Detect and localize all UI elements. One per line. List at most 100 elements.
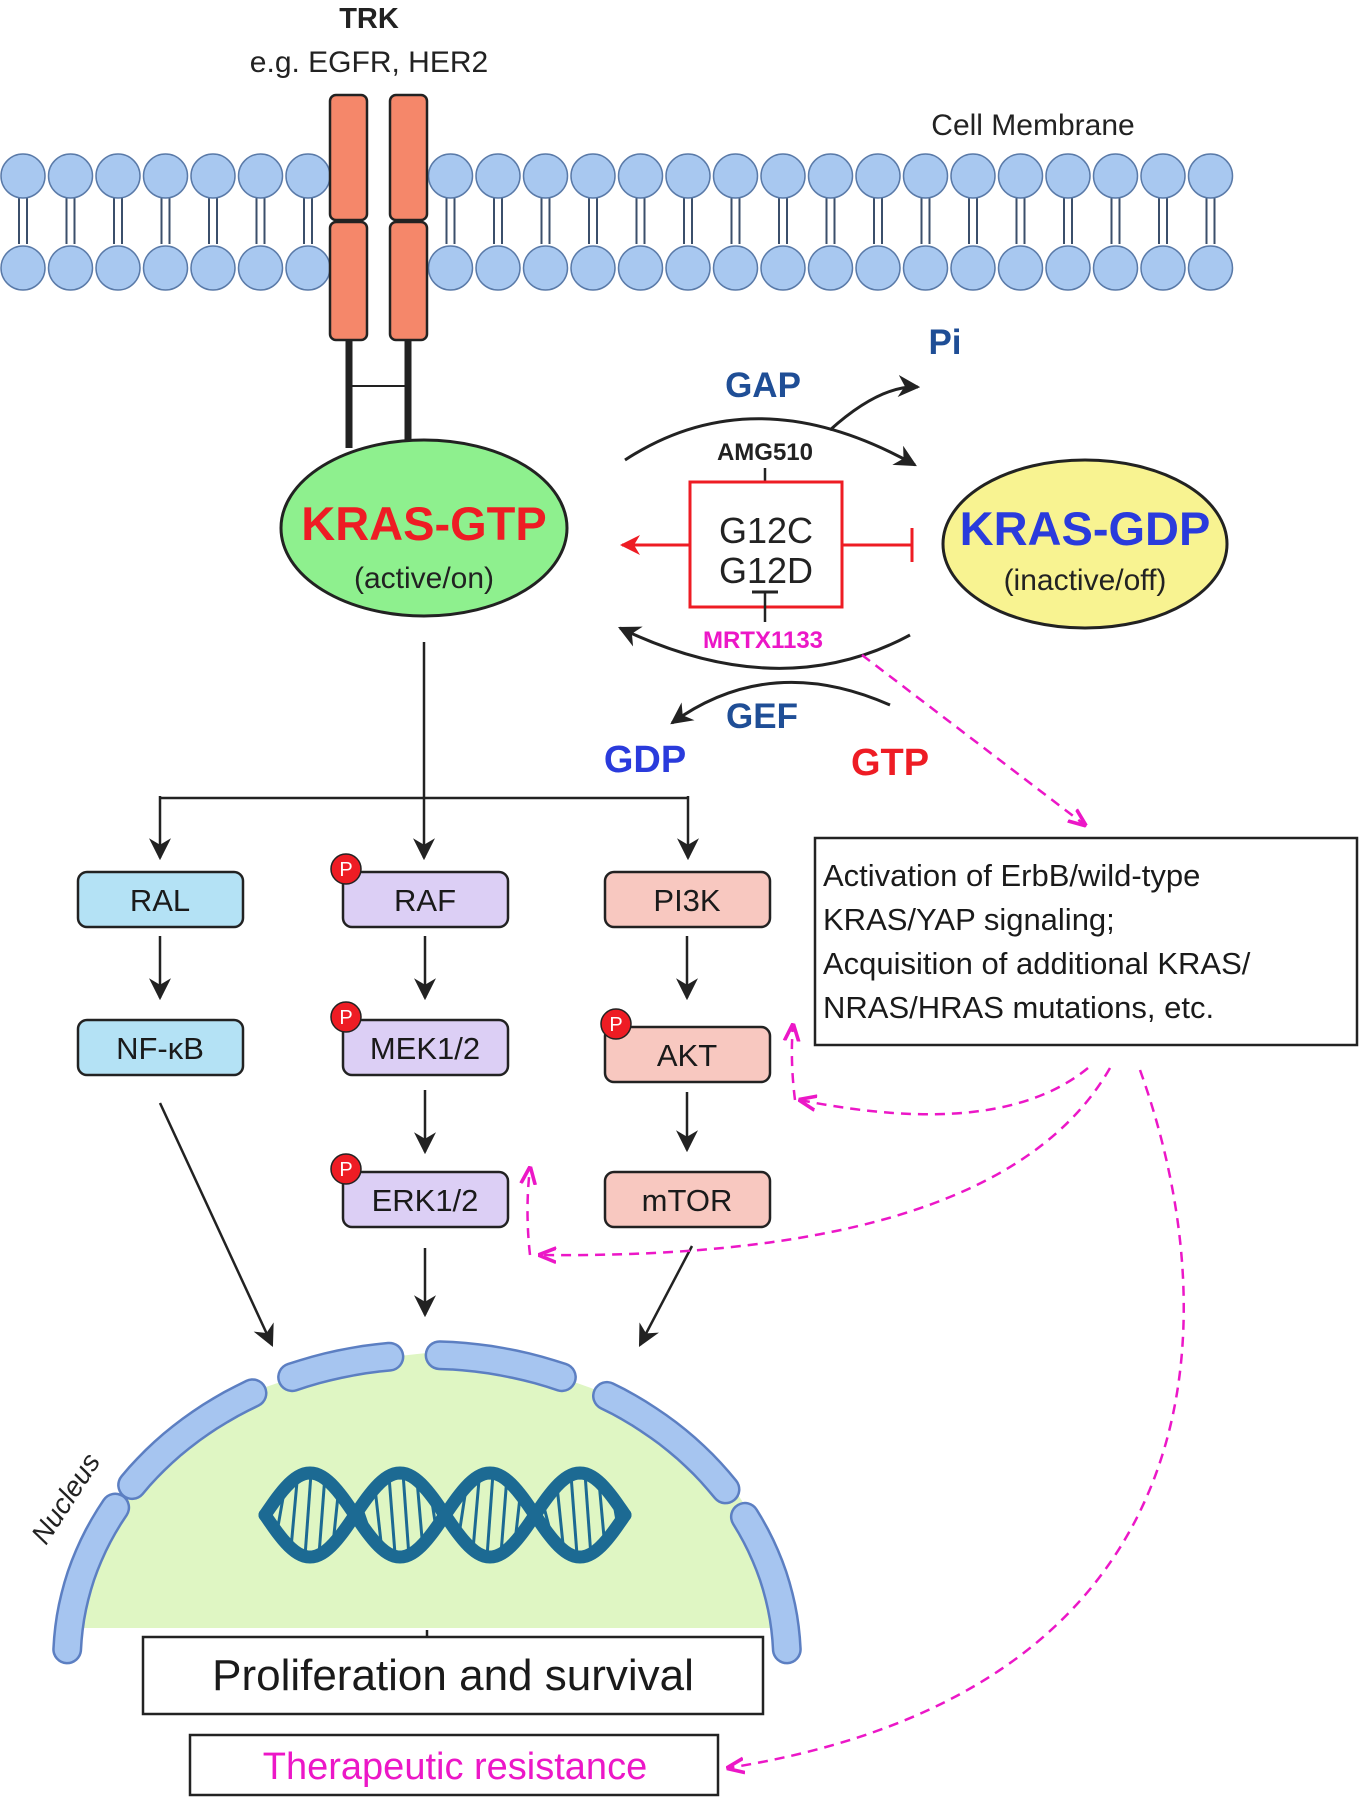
raf-phospho-label: P — [339, 859, 352, 881]
lipid-head — [47, 245, 94, 291]
lipid-head — [902, 245, 949, 291]
lipid-head — [0, 153, 46, 199]
raf-phospho-badge — [330, 853, 362, 885]
ral-label: RAL — [130, 883, 190, 918]
receptor-subunit-right-lower — [388, 220, 429, 342]
lipid-head — [760, 153, 806, 199]
lipid-head — [1187, 245, 1234, 291]
dna-base-pair — [373, 1487, 383, 1543]
cell-membrane — [0, 153, 1234, 291]
nucleus: Nucleus — [25, 1340, 802, 1665]
kras-gtp-node: KRAS-GTP (active/on) — [279, 438, 569, 618]
gdp-label: GDP — [604, 739, 686, 781]
downstream-branch-arrows — [149, 642, 699, 861]
lipid-head — [902, 153, 949, 199]
akt-label: AKT — [657, 1038, 717, 1073]
dna-base-pair — [569, 1474, 579, 1556]
nuclear-envelope-segment-fill — [732, 1504, 800, 1662]
dna-helix — [258, 1466, 632, 1564]
lipid-head — [997, 153, 1044, 199]
gdp-release-arrow — [670, 680, 891, 725]
receptor-subtitle: e.g. EGFR, HER2 — [250, 46, 488, 79]
lipid-head — [570, 153, 616, 199]
lipid-head — [1187, 153, 1234, 199]
proliferation-label: Proliferation and survival — [212, 1651, 694, 1700]
lipid-head — [1045, 245, 1091, 291]
kras-gtp-subtitle: (active/on) — [354, 562, 494, 595]
kras-gdp-subtitle: (inactive/off) — [1004, 564, 1167, 597]
gef-exchange-arrow — [618, 626, 911, 670]
lipid-head — [950, 245, 996, 291]
lipid-head — [0, 245, 46, 291]
dna-base-pair — [317, 1474, 327, 1556]
lipid-head — [142, 153, 189, 199]
resistance-line-4: NRAS/HRAS mutations, etc. — [823, 990, 1214, 1025]
receptor-subunit-left-upper — [328, 93, 369, 222]
dna-base-pair — [401, 1473, 411, 1557]
akt-box — [603, 1025, 772, 1084]
lipid-head — [855, 245, 901, 291]
nfkb-box — [76, 1018, 245, 1077]
lipid-head — [522, 245, 569, 291]
erk-phospho-badge — [330, 1153, 362, 1185]
akt-phospho-label: P — [609, 1014, 622, 1036]
cell-membrane-label: Cell Membrane — [931, 109, 1134, 142]
lipid-head — [285, 153, 331, 199]
mtor-box — [603, 1170, 772, 1229]
therapeutic-resistance-label: Therapeutic resistance — [263, 1746, 647, 1788]
mutation-g12c: G12C — [719, 510, 813, 551]
pi-release-arrow — [828, 374, 921, 432]
lipid-head — [1140, 153, 1186, 199]
nuclear-envelope — [52, 1340, 802, 1665]
nfkb-label: NF-κB — [116, 1031, 204, 1066]
raf-label: RAF — [394, 883, 456, 918]
resistance-line-1: Activation of ErbB/wild-type — [823, 858, 1200, 893]
resistance-feedback-arrows — [528, 654, 1185, 1768]
dna-base-pair — [303, 1473, 313, 1557]
lipid-head — [950, 153, 996, 199]
pi-label: Pi — [928, 323, 961, 362]
gef-label: GEF — [726, 697, 798, 736]
mrtx1133-label: MRTX1133 — [703, 627, 823, 654]
nuclear-envelope-segment-fill — [594, 1383, 738, 1502]
lipid-head — [617, 245, 664, 291]
lipid-head — [665, 153, 711, 199]
resistance-line-3: Acquisition of additional KRAS/ — [823, 946, 1251, 981]
lipid-head — [190, 153, 236, 199]
lipid-head — [427, 245, 474, 291]
mutation-box: G12C G12D — [688, 480, 844, 609]
lipid-head — [190, 245, 236, 291]
kras-gdp-node: KRAS-GDP (inactive/off) — [941, 458, 1229, 630]
mek-phospho-label: P — [339, 1007, 352, 1029]
dna-base-pair — [387, 1475, 397, 1555]
raf-box — [341, 870, 510, 929]
resistance-line-2: KRAS/YAP signaling; — [823, 902, 1115, 937]
mtor-label: mTOR — [642, 1183, 733, 1218]
ral-box — [76, 870, 245, 929]
dna-base-pair — [583, 1473, 593, 1557]
lipid-head — [142, 245, 189, 291]
lipid-head — [427, 153, 474, 199]
lipid-head — [1092, 245, 1139, 291]
dna-base-pair — [471, 1480, 481, 1550]
dna-base-pair — [555, 1485, 565, 1545]
lipid-head — [95, 153, 141, 199]
lipid-head — [807, 245, 854, 291]
lipid-head — [712, 245, 759, 291]
dna-strand — [258, 1466, 632, 1564]
lipid-head — [475, 245, 521, 291]
mek-phospho-badge — [330, 1001, 362, 1033]
mek-box — [341, 1018, 510, 1077]
lipid-head — [617, 153, 664, 199]
nuclear-envelope-segment-fill — [119, 1380, 265, 1498]
pi3k-label: PI3K — [653, 883, 721, 918]
lipid-head — [1140, 245, 1186, 291]
lipid-head — [712, 153, 759, 199]
nuclear-envelope-segment-fill — [279, 1344, 402, 1390]
pi3k-pathway: PI3K AKT P mTOR — [600, 870, 772, 1347]
receptor-subunit-left-lower — [328, 220, 369, 342]
lipid-head — [570, 245, 616, 291]
receptor-trk: TRK e.g. EGFR, HER2 — [250, 3, 488, 448]
lipid-head — [855, 153, 901, 199]
